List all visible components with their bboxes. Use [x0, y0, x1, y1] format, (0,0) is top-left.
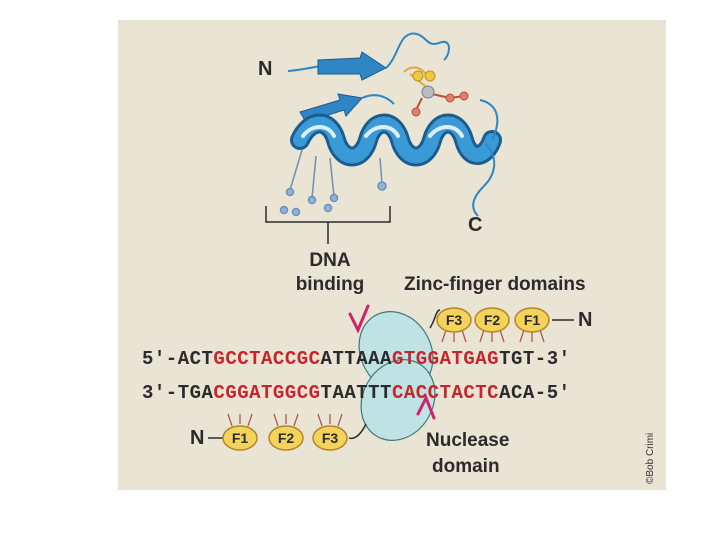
- dna-binding-bracket: [265, 206, 391, 244]
- strand-top-suffix: TGT-3': [499, 348, 571, 370]
- finger-f2-bottom: [268, 425, 304, 451]
- top-zinc-fingers: F3 F2 F1: [436, 307, 574, 343]
- bottom-zinc-fingers: F1 F2 F3: [208, 413, 348, 451]
- nuclease-label-line1: Nuclease: [426, 430, 510, 451]
- finger-label: F3: [446, 312, 463, 328]
- nuclease-domain-bottom: [360, 359, 436, 441]
- dna-binding-label-line2: binding: [295, 274, 365, 295]
- finger-f3-top: [436, 307, 472, 333]
- strand-bottom-site2: CACCTACTC: [391, 382, 500, 404]
- strand-top-site2: GTGGATGAG: [391, 348, 500, 370]
- strand-bottom-site1: CGGATGGCG: [213, 382, 321, 404]
- finger-label: F1: [524, 312, 541, 328]
- strand-top-site1: GCCTACCGC: [213, 348, 321, 370]
- dna-strand-top: 5'-ACTGCCTACCGCATTAAAGTGGATGAGTGT-3': [142, 348, 571, 370]
- bottom-finger-n-label: N: [190, 427, 205, 449]
- n-terminus-label: N: [258, 58, 273, 80]
- c-terminus-label: C: [468, 214, 483, 236]
- cut-mark-top: [348, 304, 370, 334]
- cut-mark-bottom: [416, 394, 436, 420]
- zinc-finger-title: Zinc-finger domains: [404, 274, 586, 295]
- finger-f1-bottom: [222, 425, 258, 451]
- strand-bottom-suffix: ACA-5': [499, 382, 571, 404]
- strand-top-spacer: ATTAAA: [320, 348, 392, 370]
- dna-strand-bottom: 3'-TGACGGATGGCGTAATTTCACCTACTCACA-5': [142, 382, 571, 404]
- protein-ribbon: [279, 32, 502, 217]
- finger-label: F2: [278, 430, 295, 446]
- image-credit: ©Bob Crimi: [645, 432, 656, 484]
- linker-bottom: [348, 423, 367, 440]
- finger-label: F2: [484, 312, 501, 328]
- dna-binding-label-line1: DNA: [309, 250, 351, 271]
- finger-f2-top: [474, 307, 510, 333]
- strand-top-prefix: 5'-ACT: [142, 348, 214, 370]
- finger-label: F3: [322, 430, 339, 446]
- nuclease-label-line2: domain: [432, 456, 500, 477]
- finger-label: F1: [232, 430, 249, 446]
- strand-bottom-prefix: 3'-TGA: [142, 382, 214, 404]
- top-finger-n-label: N: [578, 309, 593, 331]
- finger-f3-bottom: [312, 425, 348, 451]
- linker-top: [429, 309, 441, 329]
- strand-bottom-spacer: TAATTT: [320, 382, 392, 404]
- finger-f1-top: [514, 307, 550, 333]
